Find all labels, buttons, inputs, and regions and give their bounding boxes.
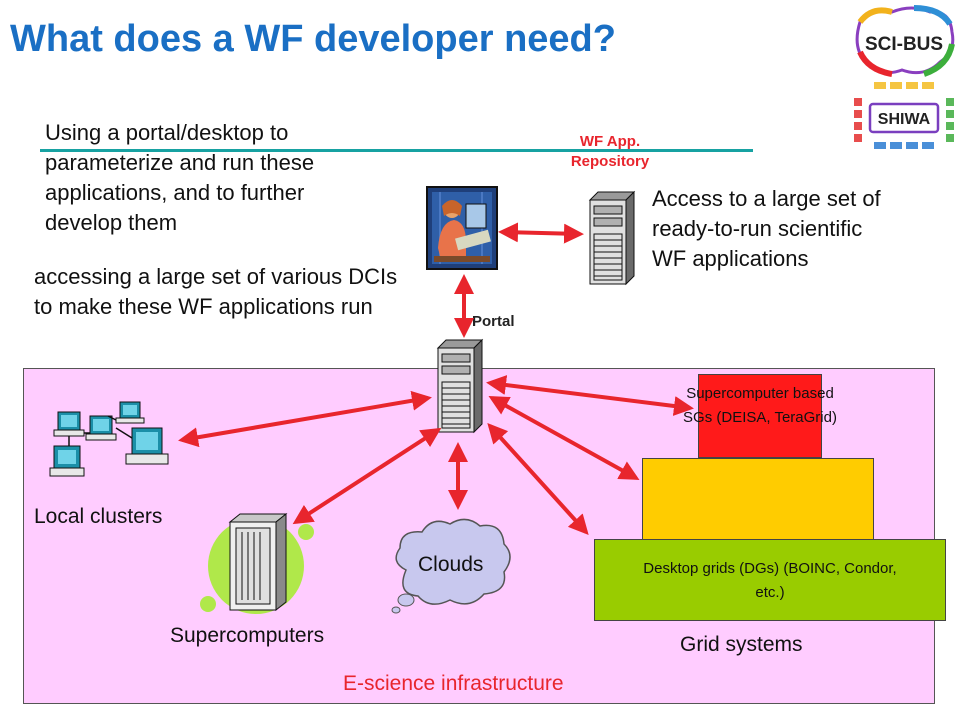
dci-description: accessing a large set of various DCIs to… [34, 264, 398, 319]
e-science-infrastructure-label: E-science infrastructure [343, 672, 564, 695]
supercomputers-label: Supercomputers [170, 624, 325, 647]
grid-systems-label: Grid systems [680, 633, 803, 656]
local-cluster-computers-icon [48, 398, 176, 486]
portal-label: Portal [472, 313, 515, 330]
portal-server-icon [434, 338, 484, 434]
supercomputer-icon [196, 512, 314, 616]
divider-line [40, 149, 753, 152]
sci-bus-logo-text: SCI-BUS [865, 34, 943, 55]
cloud-shape [386, 512, 518, 616]
page-title: What does a WF developer need? [10, 18, 616, 60]
supercomputer-sg-box [698, 374, 822, 458]
desktop-dg-label: Desktop grids (DGs) (BOINC, Condor, etc.… [643, 560, 897, 601]
local-clusters-label: Local clusters [34, 505, 163, 528]
repository-label: WF App. Repository [570, 133, 650, 170]
repository-description: Access to a large set of ready-to-run sc… [652, 186, 881, 271]
repository-server-icon [586, 190, 636, 286]
arrow-user-repository [498, 222, 584, 244]
clouds-label: Clouds [418, 553, 484, 576]
supercomputer-sg-label: Supercomputer based SGs (DEISA, TeraGrid… [683, 385, 837, 426]
desktop-dg-box [594, 539, 946, 621]
portal-description: Using a portal/desktop to parameterize a… [45, 120, 315, 235]
shiwa-logo: SHIWA [852, 80, 956, 152]
portal-user-icon [426, 186, 498, 270]
sci-bus-logo: SCI-BUS [852, 4, 956, 80]
shiwa-logo-text: SHIWA [878, 111, 931, 128]
cluster-sg-box [642, 458, 874, 542]
